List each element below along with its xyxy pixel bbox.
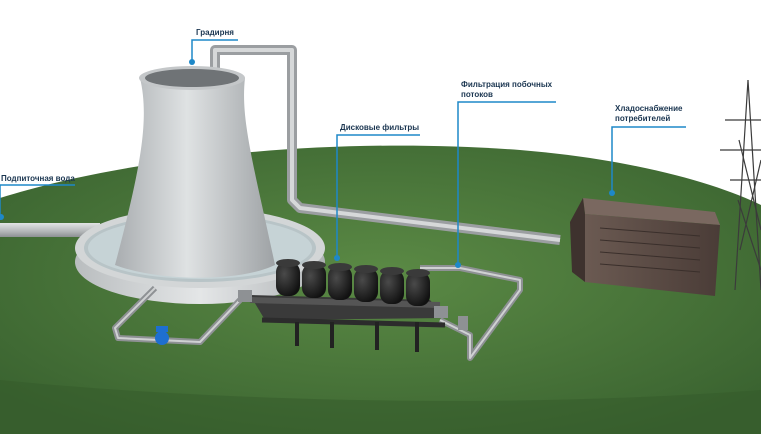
callout-side-stream-line2: потоков [461, 90, 493, 99]
chiller-unit [570, 198, 720, 296]
callout-cooling-tower: Градирня [196, 28, 234, 37]
callout-leaders [0, 39, 686, 265]
callout-side-stream-line1: Фильтрация побочных [461, 80, 553, 89]
tower-return-pipe [210, 45, 561, 245]
callout-cooling-supply-line1: Хладоснабжение [615, 104, 683, 113]
cooling-tower [115, 66, 275, 278]
callout-makeup-water: Подпиточная вода [1, 174, 75, 183]
makeup-water-pipe [0, 223, 100, 237]
callout-cooling-supply: Хладоснабжение потребителей [615, 104, 683, 124]
callout-dots [0, 59, 615, 268]
circulation-pump [155, 326, 169, 345]
callout-side-stream-filtration: Фильтрация побочных потоков [461, 80, 552, 100]
callout-disc-filters: Дисковые фильтры [340, 123, 420, 132]
callout-cooling-supply-line2: потребителей [615, 114, 671, 123]
disc-filter-housings [276, 259, 430, 306]
transmission-tower [720, 79, 761, 291]
grass-shadow [0, 380, 761, 434]
filter-loop-pipes-highlight [114, 267, 521, 359]
